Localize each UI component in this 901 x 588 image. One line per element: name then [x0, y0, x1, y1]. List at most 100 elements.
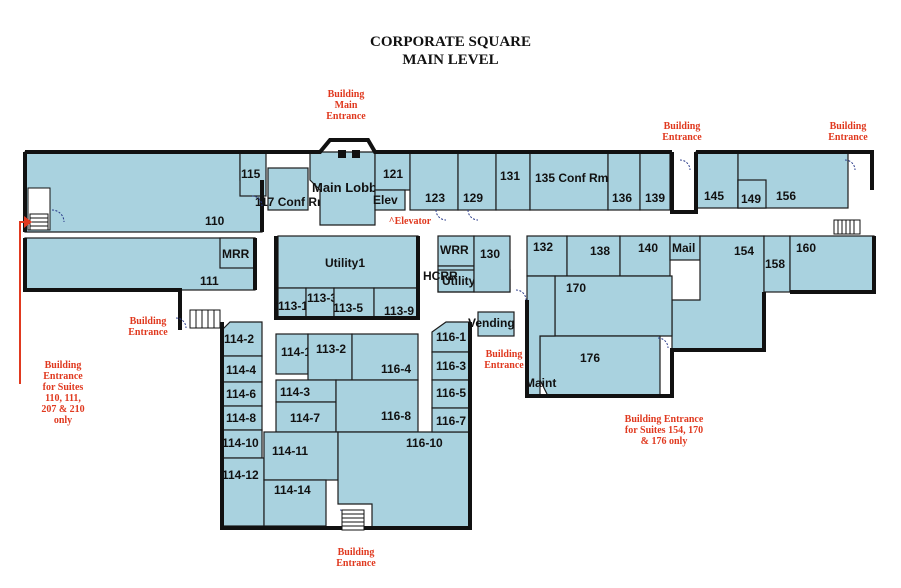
room-114-11[interactable]: 114-11: [263, 431, 339, 481]
utility2-label: Utility2: [442, 274, 482, 288]
room-132-label: 132: [533, 240, 553, 254]
room-115-label: 115: [241, 167, 261, 181]
main-lobby[interactable]: Main Lobby: [309, 151, 385, 226]
room-114-6[interactable]: 114-6: [221, 381, 263, 407]
room-116-3[interactable]: 116-3: [431, 351, 471, 381]
room-113-2[interactable]: 113-2: [307, 333, 353, 381]
room-114-7[interactable]: 114-7: [275, 401, 337, 433]
room-114-2[interactable]: 114-2: [221, 321, 263, 357]
room-116-4-label: 116-4: [381, 362, 411, 376]
room-116-7[interactable]: 116-7: [431, 407, 471, 433]
room-121[interactable]: 121: [374, 151, 411, 191]
mail-label: Mail: [672, 241, 695, 255]
vending-label: Vending: [468, 316, 515, 330]
elevator[interactable]: Elev: [373, 189, 406, 211]
room-114-4[interactable]: 114-4: [221, 355, 263, 383]
room-116-1-label: 116-1: [436, 330, 466, 344]
room-158[interactable]: 158: [763, 235, 791, 293]
room-116-5[interactable]: 116-5: [431, 379, 471, 409]
room-130-label: 130: [480, 247, 500, 261]
main-lobby-label: Main Lobby: [312, 180, 385, 195]
maint[interactable]: Maint: [525, 275, 556, 397]
room-160[interactable]: 160: [789, 235, 875, 293]
room-114-10-label: 114-10: [222, 436, 259, 450]
room-114-2-label: 114-2: [224, 332, 254, 346]
room-158-label: 158: [765, 257, 785, 271]
mrr[interactable]: MRR: [219, 237, 256, 269]
room-116-4[interactable]: 116-4: [351, 333, 419, 381]
room-114-14[interactable]: 114-14: [263, 479, 327, 527]
room-114-8-label: 114-8: [226, 411, 256, 425]
room-154-label: 154: [734, 244, 754, 258]
room-113-3[interactable]: 113-3: [305, 287, 337, 319]
utility1[interactable]: Utility1: [277, 235, 419, 289]
room-114-11-label: 114-11: [272, 444, 308, 458]
room-113-5-label: 113-5: [333, 301, 363, 315]
elevator-note: ^Elevator: [388, 216, 432, 227]
room-116-7-label: 116-7: [436, 414, 466, 428]
room-116-8[interactable]: 116-8: [335, 379, 419, 433]
room-114-6-label: 114-6: [226, 387, 256, 401]
room-117-conf[interactable]: 117 Conf Rm: [255, 167, 328, 211]
room-176[interactable]: 176: [539, 335, 661, 397]
room-129[interactable]: 129: [457, 151, 497, 211]
hcrr-label: HCRR: [423, 269, 458, 283]
room-113-9[interactable]: 113-9: [373, 287, 419, 319]
room-138-label: 138: [590, 244, 610, 258]
room-116-10-label: 116-10: [406, 436, 443, 450]
stairs-east: [833, 219, 861, 235]
room-160-label: 160: [796, 241, 816, 255]
room-113-3-label: 113-3: [307, 291, 337, 305]
room-140[interactable]: 140: [619, 235, 671, 277]
room-132[interactable]: 132: [526, 235, 568, 277]
room-114-12[interactable]: 114-12: [221, 457, 265, 527]
room-131[interactable]: 131: [495, 151, 531, 211]
utility1-label: Utility1: [325, 256, 365, 270]
room-138[interactable]: 138: [566, 235, 621, 277]
room-114-10[interactable]: 114-10: [221, 429, 263, 459]
stairs-left-entrance: [189, 309, 221, 329]
room-135-label: 135 Conf Rm: [535, 171, 608, 185]
mail-room[interactable]: Mail: [669, 235, 701, 261]
room-129-label: 129: [463, 191, 483, 205]
map-subtitle: MAIN LEVEL: [402, 52, 499, 68]
room-170[interactable]: 170: [554, 275, 673, 337]
mrr-label: MRR: [222, 247, 250, 261]
wrr-label: WRR: [440, 243, 469, 257]
room-114-4-label: 114-4: [226, 363, 256, 377]
arrow-head: [24, 216, 32, 228]
room-110[interactable]: 110: [24, 151, 263, 233]
room-111[interactable]: 111: [24, 237, 256, 291]
room-135-conf[interactable]: 135 Conf Rm: [529, 151, 609, 211]
room-139[interactable]: 139: [639, 151, 671, 211]
room-117-label: 117 Conf Rm: [255, 195, 328, 209]
room-114-8[interactable]: 114-8: [221, 405, 263, 431]
room-114-1[interactable]: 114-1: [275, 333, 311, 375]
vending[interactable]: Vending: [468, 311, 515, 337]
stairs-west: [29, 213, 49, 231]
room-136-label: 136: [612, 191, 632, 205]
room-123[interactable]: 123: [409, 151, 459, 211]
room-145-label: 145: [704, 189, 724, 203]
map-title: CORPORATE SQUARE: [370, 34, 531, 50]
room-116-1[interactable]: 116-1: [431, 321, 471, 353]
room-113-5[interactable]: 113-5: [333, 287, 375, 319]
room-114-3[interactable]: 114-3: [275, 379, 337, 403]
room-140-label: 140: [638, 241, 658, 255]
room-113-1[interactable]: 113-1: [277, 287, 308, 319]
elevator-label: Elev: [373, 193, 398, 207]
room-130[interactable]: 130: [473, 235, 511, 293]
room-114-14-label: 114-14: [274, 483, 311, 497]
room-113-2-label: 113-2: [316, 342, 346, 356]
room-136[interactable]: 136: [607, 151, 641, 211]
room-145[interactable]: 145: [695, 151, 739, 209]
wrr[interactable]: WRR: [437, 235, 475, 267]
maint-label: Maint: [525, 376, 556, 390]
